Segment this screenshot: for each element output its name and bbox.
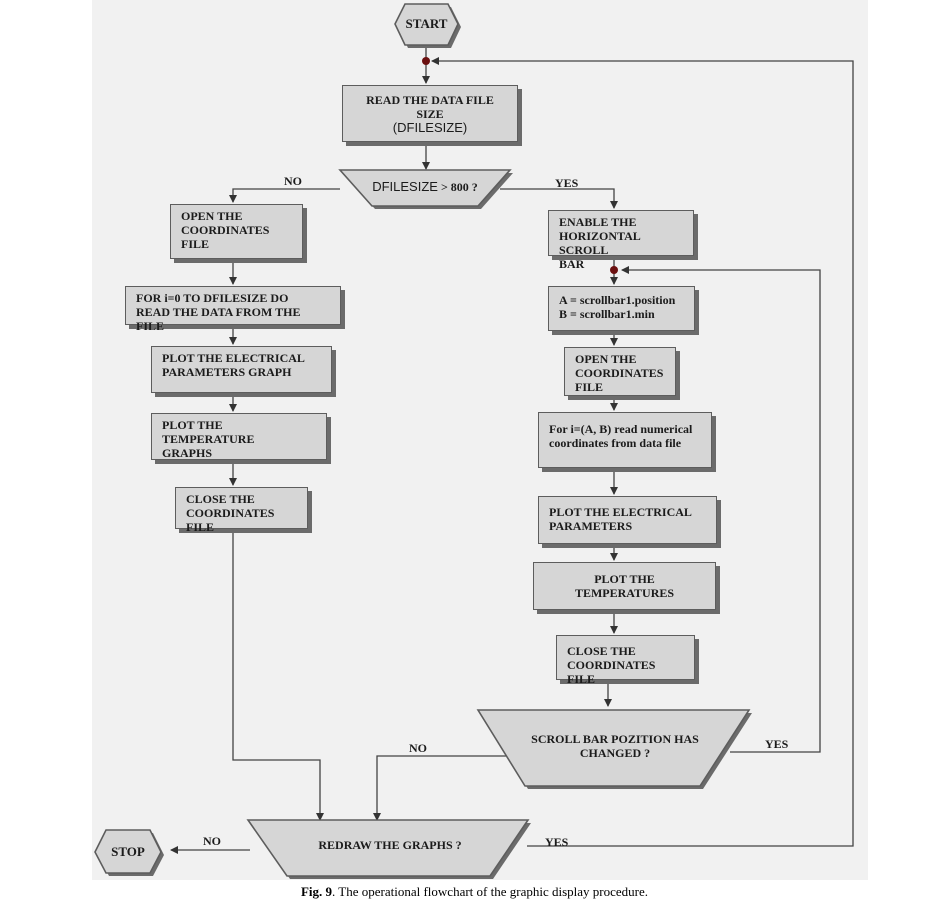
- figure-caption: Fig. 9. The operational flowchart of the…: [0, 884, 949, 900]
- decision-file-size-label: DFILESIZE > 800 ?: [345, 179, 505, 195]
- redraw-no-label: NO: [203, 834, 221, 848]
- right-close-file-box: CLOSE THE COORDINATES FILE: [556, 635, 695, 686]
- read-file-size-box: READ THE DATA FILE SIZE (DFILESIZE): [342, 85, 518, 142]
- edge-scroll-yes-loop: [621, 266, 821, 753]
- decision-var: DFILESIZE: [372, 179, 438, 194]
- scroll-no-label: NO: [409, 741, 427, 755]
- left-close-file-box: CLOSE THE COORDINATES FILE: [175, 487, 308, 534]
- decision-redraw: [246, 819, 530, 877]
- figure-caption-text: . The operational flowchart of the graph…: [332, 884, 649, 899]
- redraw-yes-label: YES: [545, 835, 569, 849]
- right-plot-electrical-box: PLOT THE ELECTRICAL PARAMETERS: [538, 496, 717, 544]
- right-plot-temperatures-box: PLOT THE TEMPERATURES: [533, 562, 716, 610]
- decision-file-size: [338, 169, 512, 207]
- edge-size-yes: [500, 188, 618, 209]
- edge-size-no: [229, 188, 340, 203]
- left-plot-electrical-box: PLOT THE ELECTRICAL PARAMETERS GRAPH: [151, 346, 332, 393]
- right-open-file-box: OPEN THE COORDINATES FILE: [564, 347, 676, 396]
- read-file-size-line1: READ THE DATA FILE SIZE: [366, 92, 494, 121]
- start-label: START: [405, 16, 448, 31]
- stop-terminator: [94, 829, 162, 874]
- file-size-no-label: NO: [284, 174, 302, 188]
- read-file-size-line2: (DFILESIZE): [392, 119, 468, 135]
- figure-number: Fig. 9: [300, 884, 333, 899]
- edge-left-close-redraw: [232, 529, 324, 821]
- scroll-yes-label: YES: [765, 737, 789, 751]
- decision-scroll-label: SCROLL BAR POZITION HAS CHANGED ?: [531, 732, 699, 760]
- right-assign-box: A = scrollbar1.position B = scrollbar1.m…: [548, 286, 695, 331]
- right-read-loop-box: For i=(A, B) read numerical coordinates …: [538, 412, 712, 468]
- left-read-loop-box: FOR i=0 TO DFILESIZE DO READ THE DATA FR…: [125, 286, 341, 333]
- start-terminator: [394, 3, 459, 46]
- left-plot-temperature-box: PLOT THE TEMPERATURE GRAPHS: [151, 413, 327, 460]
- file-size-yes-label: YES: [555, 176, 579, 190]
- edge-redraw-yes-loop: [431, 57, 854, 847]
- edge-scroll-no: [373, 755, 520, 821]
- stop-label: STOP: [111, 844, 145, 859]
- junction-dot-right: [610, 266, 618, 274]
- decision-condition: > 800 ?: [437, 180, 478, 194]
- decision-redraw-label: REDRAW THE GRAPHS ?: [318, 838, 462, 852]
- junction-dot-top: [422, 57, 430, 65]
- left-open-file-box: OPEN THE COORDINATES FILE: [170, 204, 303, 259]
- right-enable-scrollbar-box: ENABLE THE HORIZONTAL SCROLL BAR: [548, 210, 694, 271]
- decision-scroll-changed: [476, 709, 751, 787]
